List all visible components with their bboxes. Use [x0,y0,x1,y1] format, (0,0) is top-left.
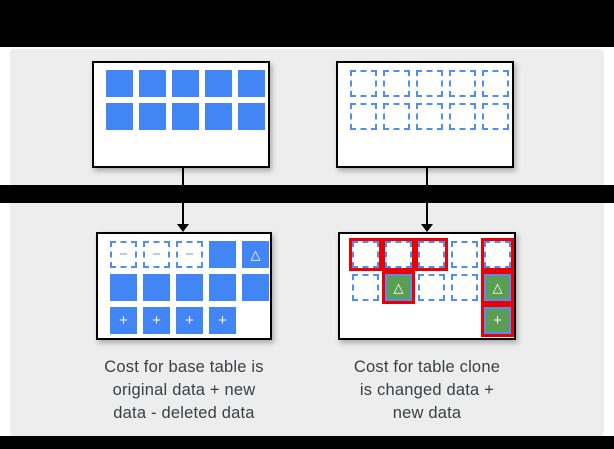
original-data-block [139,103,166,130]
new-data-block: + [176,307,203,334]
empty-data-slot [350,103,377,130]
plus-icon: + [185,312,194,329]
empty-data-slot [418,274,445,301]
original-data-block [238,70,265,97]
empty-data-slot [416,103,443,130]
empty-data-slot [451,241,478,268]
new-data-block: + [143,307,170,334]
triangle-icon: △ [393,280,404,295]
original-data-block [242,274,269,301]
down-arrow-icon [177,224,189,232]
new-data-block: + [481,304,514,337]
base-table-before-grid [94,63,268,130]
empty-cell [352,307,379,334]
table-clone-after-grid: △ △ + [340,234,514,337]
original-data-block [143,274,170,301]
empty-data-slot [383,70,410,97]
original-data-block [209,274,236,301]
empty-data-slot [416,70,443,97]
table-clone-before-box [336,61,514,168]
original-data-block [172,103,199,130]
minus-icon: − [119,246,128,263]
plus-icon: + [152,312,161,329]
original-data-block [205,70,232,97]
original-data-block [209,241,236,268]
divider-bar [0,185,614,203]
charged-empty-slot [481,238,514,271]
table-clone-before-grid [338,63,512,130]
original-data-block [106,70,133,97]
empty-data-slot [350,70,377,97]
changed-data-block: △ [481,271,514,304]
deleted-data-block: − [143,241,170,268]
empty-cell [385,307,412,334]
charged-empty-slot [415,238,448,271]
base-table-after-box: − − − △ + + + + [96,232,272,340]
original-data-block [172,70,199,97]
triangle-icon: △ [250,247,261,262]
original-data-block [238,103,265,130]
empty-data-slot [352,274,379,301]
base-table-after-grid: − − − △ + + + + [98,234,270,334]
deleted-data-block: − [110,241,137,268]
charged-empty-slot [349,238,382,271]
minus-icon: − [185,246,194,263]
table-clone-after-box: △ △ + [338,232,516,340]
empty-cell [418,307,445,334]
empty-data-slot [449,103,476,130]
empty-data-slot [482,70,509,97]
original-data-block [106,103,133,130]
changed-data-block: △ [382,271,415,304]
empty-cell [451,307,478,334]
charged-empty-slot [382,238,415,271]
empty-data-slot [451,274,478,301]
table-clone-caption: Cost for table clone is changed data + n… [353,358,501,422]
deleted-data-block: − [176,241,203,268]
plus-icon: + [119,312,128,329]
empty-data-slot [449,70,476,97]
minus-icon: − [152,246,161,263]
empty-data-slot [482,103,509,130]
empty-data-slot [383,103,410,130]
base-table-before-box [92,61,270,168]
original-data-block [176,274,203,301]
down-arrow-icon [421,224,433,232]
changed-data-block: △ [242,241,269,268]
top-bar [0,0,614,47]
triangle-icon: △ [492,280,503,295]
original-data-block [110,274,137,301]
base-table-caption: Cost for base table is original data + n… [104,358,264,422]
plus-icon: + [218,312,227,329]
bottom-bar [0,436,614,449]
original-data-block [205,103,232,130]
empty-cell [242,307,269,334]
new-data-block: + [110,307,137,334]
plus-icon: + [493,312,502,329]
new-data-block: + [209,307,236,334]
original-data-block [139,70,166,97]
